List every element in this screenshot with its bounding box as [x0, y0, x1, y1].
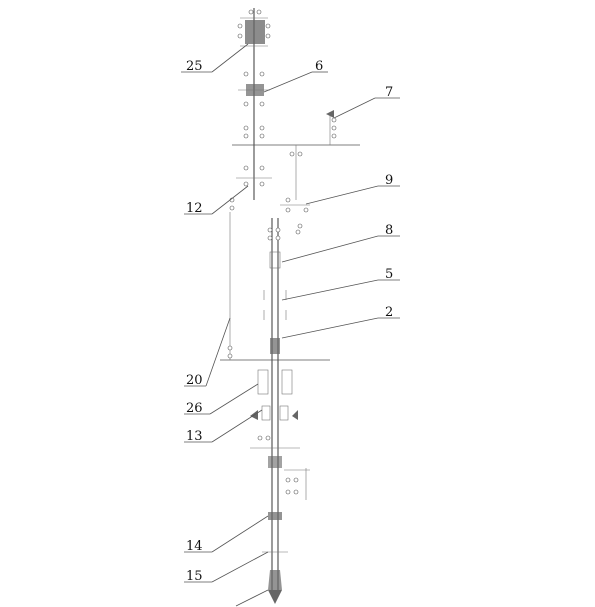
- callout-label-14: 14: [186, 539, 203, 554]
- callout-label-15: 15: [186, 569, 203, 584]
- callout-label-8: 8: [385, 223, 393, 238]
- callout-label-9: 9: [385, 173, 393, 188]
- top-winch-assembly: [237, 8, 271, 60]
- callout-label-12: 12: [186, 201, 203, 216]
- bottom-tool: [262, 512, 288, 604]
- callout-label-5: 5: [385, 267, 393, 282]
- callout-label-2: 2: [385, 305, 393, 320]
- callout-label-6: 6: [315, 59, 323, 74]
- callout-label-13: 13: [186, 429, 203, 444]
- callout-label-25: 25: [186, 59, 203, 74]
- callout-label-26: 26: [186, 401, 203, 416]
- lower-fittings: [250, 435, 310, 500]
- lower-housing: [220, 345, 330, 421]
- side-pulley-assembly: [326, 110, 337, 145]
- leader-lines: [181, 43, 400, 607]
- main-pipe-string: [263, 218, 287, 520]
- upper-clamp-assembly: [238, 60, 270, 150]
- lower-pulley-assembly: [280, 197, 310, 235]
- mid-clamp-assembly: [229, 150, 272, 360]
- callout-label-7: 7: [385, 85, 393, 100]
- horizontal-beam: [232, 144, 360, 200]
- callout-label-20: 20: [186, 373, 203, 388]
